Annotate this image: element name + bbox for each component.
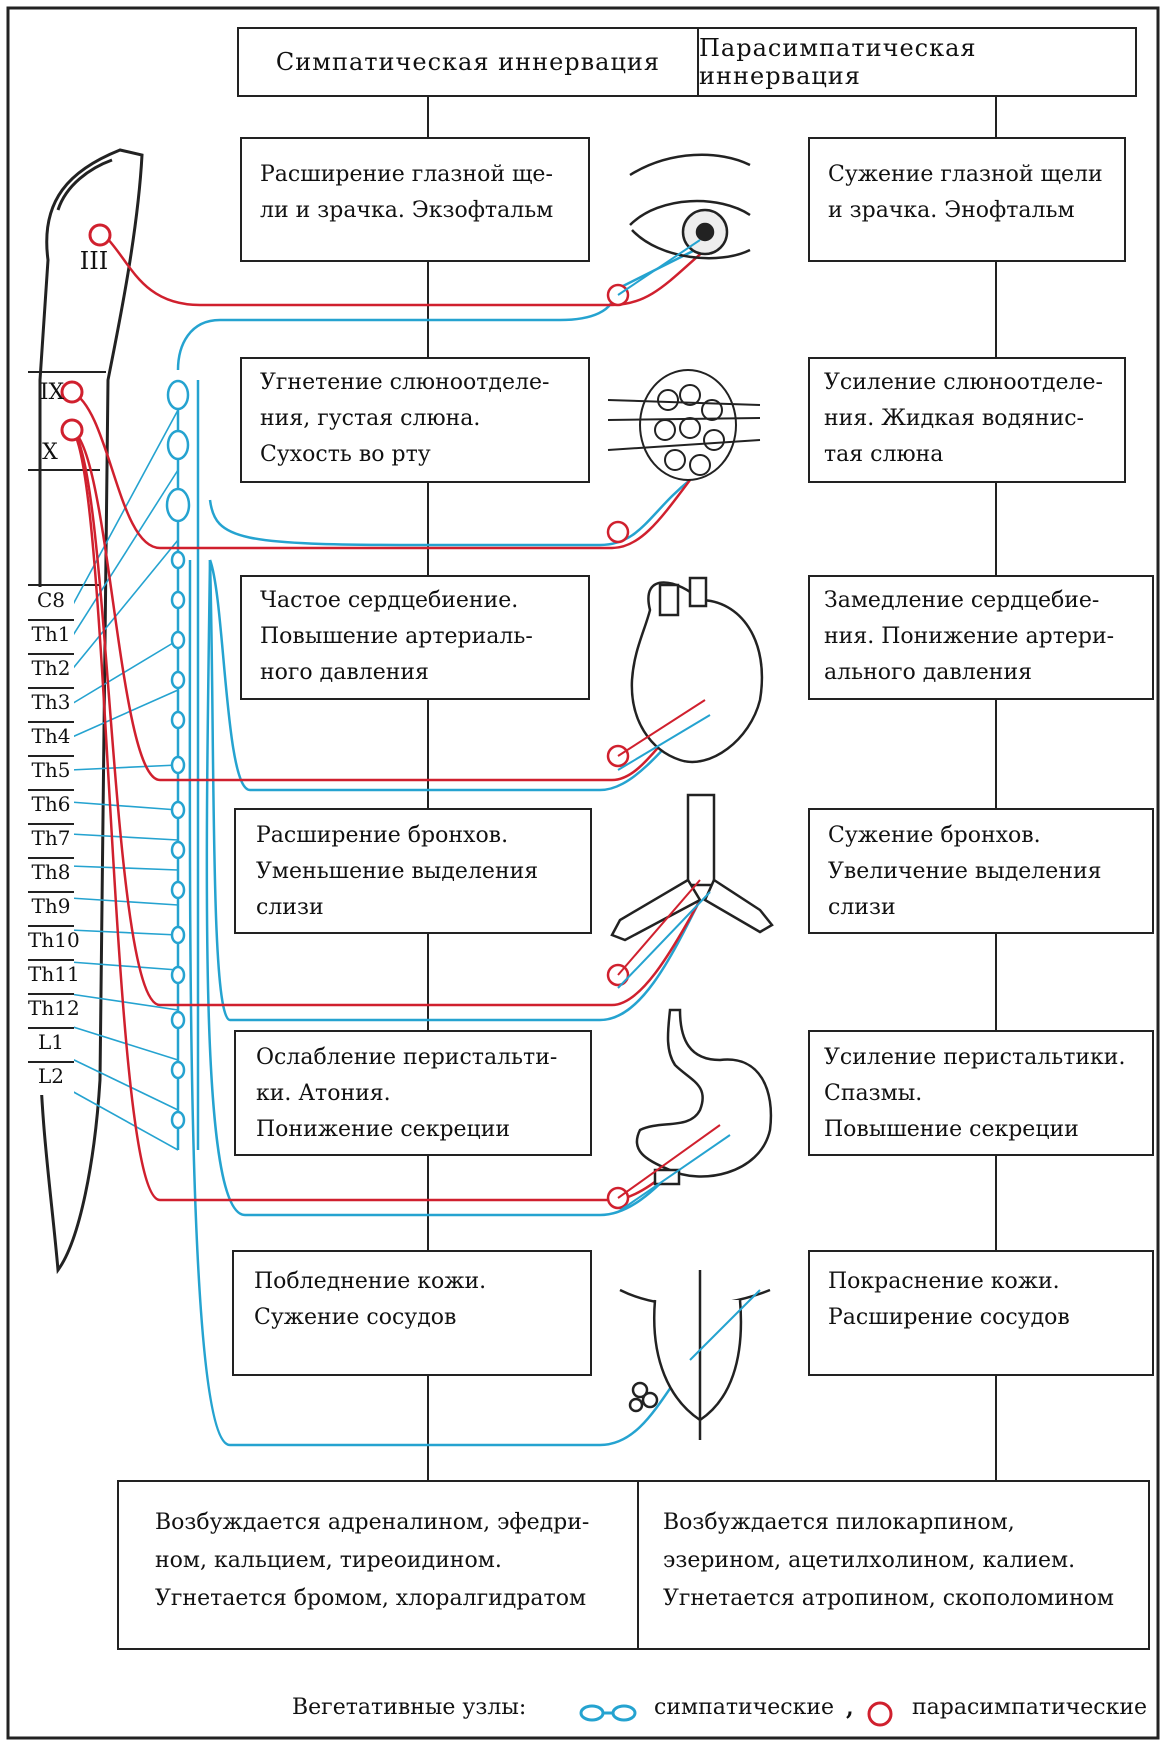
sympathetic-effect-text: Ослабление перистальти- ки. Атония. Пони… — [256, 1040, 557, 1148]
parasympathetic-effect-text: Усиление слюноотделе- ния. Жидкая водяни… — [824, 365, 1103, 473]
spinal-segment: Th8 — [28, 859, 74, 893]
legend-sympathetic-label: симпатические — [654, 1695, 834, 1720]
sympathetic-effect-box: Частое сердцебиение. Повышение артериаль… — [240, 575, 590, 700]
legend-prefix: Вегетативные узлы: — [292, 1695, 526, 1720]
sympathetic-effect-text: Частое сердцебиение. Повышение артериаль… — [260, 583, 533, 691]
spinal-segment: Th9 — [28, 893, 74, 927]
parasympathetic-effect-box: Покраснение кожи. Расширение сосудов — [808, 1250, 1154, 1376]
sympathetic-pharmacology-text: Возбуждается адреналином, эфедри- ном, к… — [155, 1504, 589, 1618]
stomach-icon — [618, 1010, 771, 1212]
skin-hair-follicle-icon — [620, 1270, 770, 1440]
spinal-segment: Th7 — [28, 825, 74, 859]
parasympathetic-effect-box: Сужение бронхов. Увеличение выделения сл… — [808, 808, 1154, 934]
sympathetic-effect-box: Угнетение слюноотделе- ния, густая слюна… — [240, 357, 590, 483]
cranial-nerve-label: X — [16, 440, 84, 466]
parasympathetic-ganglion-legend-icon — [866, 1700, 894, 1728]
sympathetic-effect-text: Расширение глазной ще- ли и зрачка. Экзо… — [260, 157, 553, 229]
sympathetic-effect-box: Расширение бронхов. Уменьшение выделения… — [234, 808, 592, 934]
pharmacology-table: Возбуждается адреналином, эфедри- ном, к… — [117, 1480, 1150, 1650]
parasympathetic-effect-box: Замедление сердцебие- ния. Понижение арт… — [808, 575, 1154, 700]
parasympathetic-effect-text: Сужение глазной щели и зрачка. Энофтальм — [828, 157, 1103, 229]
spinal-segment: Th10 — [28, 927, 74, 961]
parasympathetic-effect-box: Сужение глазной щели и зрачка. Энофтальм — [808, 137, 1126, 262]
cranial-nerve-label: III — [60, 248, 128, 274]
spinal-segment: Th4 — [28, 723, 74, 757]
parasympathetic-effect-box: Усиление перистальтики. Спазмы. Повышени… — [808, 1030, 1154, 1156]
peripheral-parasympathetic-ganglia — [608, 285, 628, 1208]
spinal-segment: L1 — [28, 1029, 74, 1063]
spinal-segments: C8 Th1 Th2 Th3 Th4 Th5 Th6 Th7 Th8 Th9 T… — [28, 587, 74, 1095]
spinal-segment: Th2 — [28, 655, 74, 689]
parasympathetic-effect-text: Усиление перистальтики. Спазмы. Повышени… — [824, 1040, 1125, 1148]
sympathetic-effect-text: Расширение бронхов. Уменьшение выделения… — [256, 818, 538, 926]
sympathetic-effect-text: Побледнение кожи. Сужение сосудов — [254, 1264, 486, 1336]
parasympathetic-effect-text: Покраснение кожи. Расширение сосудов — [828, 1264, 1070, 1336]
sympathetic-effect-box: Ослабление перистальти- ки. Атония. Пони… — [234, 1030, 592, 1156]
spinal-segment: Th6 — [28, 791, 74, 825]
parasympathetic-effect-text: Замедление сердцебие- ния. Понижение арт… — [824, 583, 1114, 691]
parasympathetic-pharmacology-text: Возбуждается пилокарпином, эзерином, аце… — [663, 1504, 1114, 1618]
sympathetic-effect-text: Угнетение слюноотделе- ния, густая слюна… — [260, 365, 549, 473]
parasympathetic-effect-text: Сужение бронхов. Увеличение выделения сл… — [828, 818, 1102, 926]
spinal-segment: Th11 — [28, 961, 74, 995]
salivary-gland-icon — [608, 370, 760, 480]
spinal-segment: C8 — [28, 587, 74, 621]
bronchi-icon — [612, 795, 772, 988]
header-parasympathetic: Парасимпатическая иннервация — [697, 27, 1137, 97]
eye-icon — [618, 155, 750, 295]
legend-separator: , — [846, 1695, 854, 1721]
table-divider — [637, 1482, 639, 1648]
header-sympathetic: Симпатическая иннервация — [237, 27, 699, 97]
spinal-segment: Th3 — [28, 689, 74, 723]
parasympathetic-effect-box: Усиление слюноотделе- ния. Жидкая водяни… — [808, 357, 1126, 483]
spinal-segment: Th1 — [28, 621, 74, 655]
spinal-segment: L2 — [28, 1063, 74, 1095]
cranial-nerve-label: IX — [18, 380, 86, 406]
sympathetic-ganglion-legend-icon — [578, 1702, 638, 1724]
sympathetic-effect-box: Расширение глазной ще- ли и зрачка. Экзо… — [240, 137, 590, 262]
heart-icon — [618, 578, 762, 770]
sympathetic-effect-box: Побледнение кожи. Сужение сосудов — [232, 1250, 592, 1376]
legend-parasympathetic-label: парасимпатические — [912, 1695, 1147, 1720]
spinal-segment: Th5 — [28, 757, 74, 791]
spinal-segment: Th12 — [28, 995, 74, 1029]
